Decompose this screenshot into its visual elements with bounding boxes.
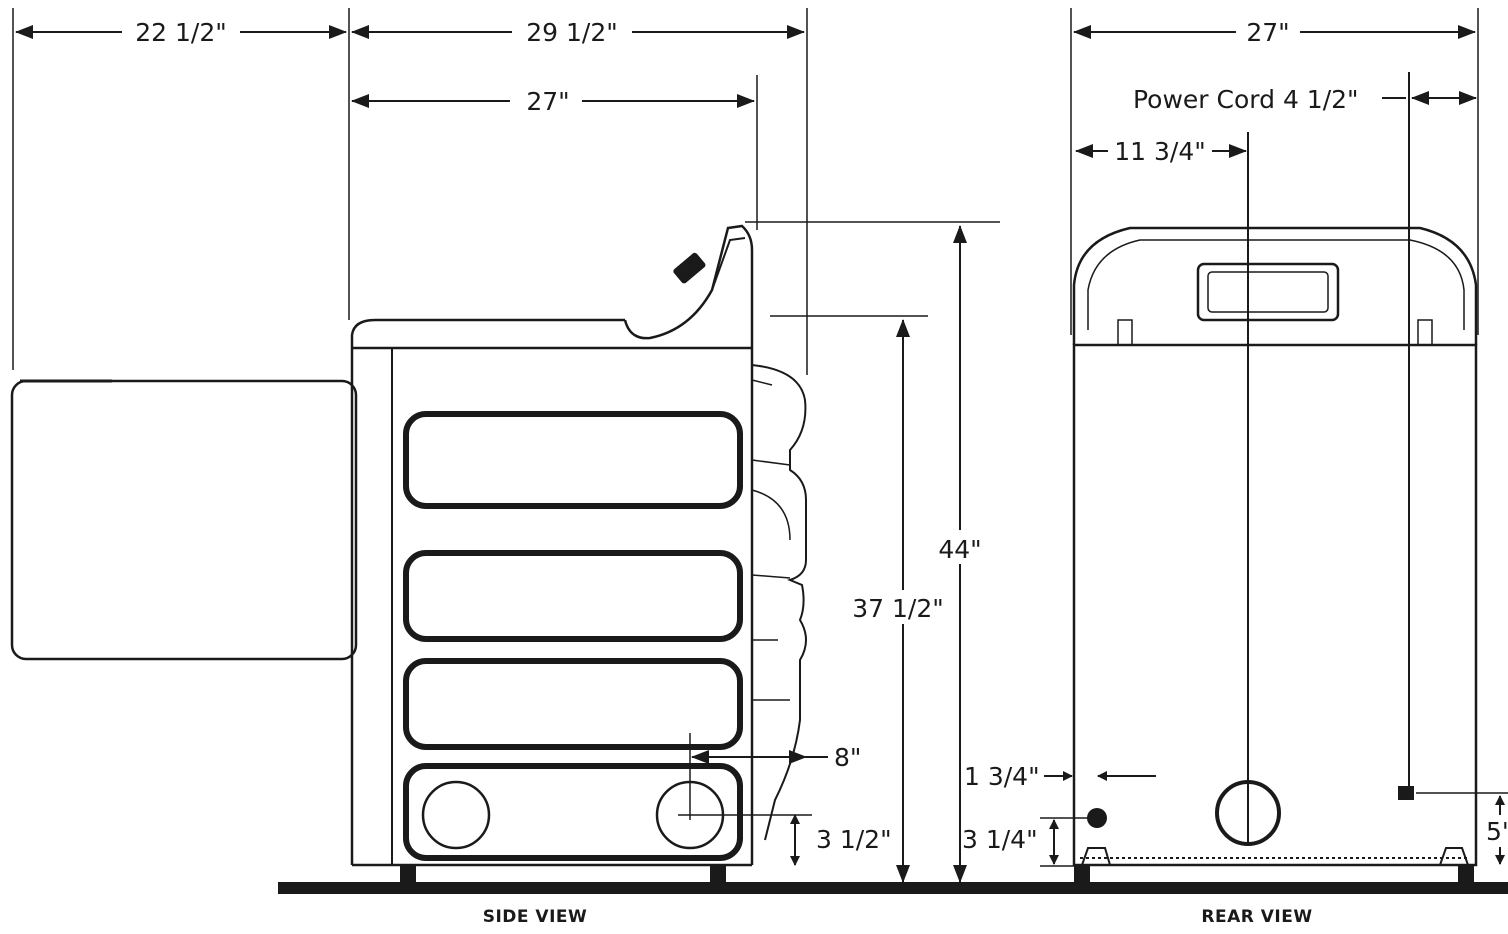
dim-door-open: 22 1/2" <box>135 18 227 47</box>
rear-view-caption: REAR VIEW <box>1201 907 1312 927</box>
dim-vent-height: 3 1/2" <box>816 825 892 854</box>
dim-vent-offset: 8" <box>834 743 861 772</box>
rear-vent-grille <box>1196 262 1340 322</box>
rear-vent-grille-inner <box>1207 271 1329 313</box>
side-panel <box>403 658 743 750</box>
rear-view: 27" Power Cord 4 1/2" 11 3/4" 1 3/4" 3 1… <box>962 8 1508 927</box>
label-mask <box>930 530 990 564</box>
label-mask <box>848 590 948 624</box>
leveling-foot <box>1074 866 1090 882</box>
console-inner-edge <box>711 237 746 291</box>
rear-cabinet <box>1072 343 1478 867</box>
dim-depth-overall: 29 1/2" <box>526 18 618 47</box>
leveling-foot <box>400 866 416 882</box>
open-door-outline <box>10 379 358 661</box>
cabinet-outline <box>350 318 625 865</box>
side-view-caption: SIDE VIEW <box>483 907 588 927</box>
power-cord-outlet <box>1398 786 1414 800</box>
floor-line <box>278 882 1508 894</box>
side-panel <box>403 550 743 642</box>
side-panel <box>403 763 743 861</box>
rear-hardware-detail <box>751 379 791 701</box>
leveling-foot <box>710 866 726 882</box>
dim-cord-height: 5" <box>1486 817 1508 846</box>
control-console <box>623 224 754 348</box>
dim-width: 27" <box>1246 18 1289 47</box>
vent-opening-circle <box>421 780 491 850</box>
dim-depth-cabinet: 27" <box>526 87 569 116</box>
dim-height-console: 44" <box>938 535 981 564</box>
side-view: 22 1/2" 29 1/2" 27" 44" 37 1/2" 8" 3 1/2… <box>10 8 1000 927</box>
control-knob <box>673 252 706 284</box>
gas-inlet <box>1087 808 1107 828</box>
rear-hardware-profile <box>751 364 807 841</box>
side-panel <box>403 411 743 509</box>
leveling-foot <box>1458 866 1474 882</box>
dim-gas-height: 3 1/4" <box>962 825 1038 854</box>
rear-top-cover <box>1072 226 1478 345</box>
rear-top-notch <box>1117 319 1433 345</box>
label-mask <box>1484 815 1508 847</box>
rear-base-bracket <box>1081 847 1469 866</box>
dim-gas-offset: 1 3/4" <box>964 762 1040 791</box>
dim-power-cord: Power Cord 4 1/2" <box>1133 85 1359 114</box>
dim-height-top: 37 1/2" <box>852 594 944 623</box>
dim-vent-center: 11 3/4" <box>1114 137 1206 166</box>
rear-top-inner <box>1087 239 1465 330</box>
